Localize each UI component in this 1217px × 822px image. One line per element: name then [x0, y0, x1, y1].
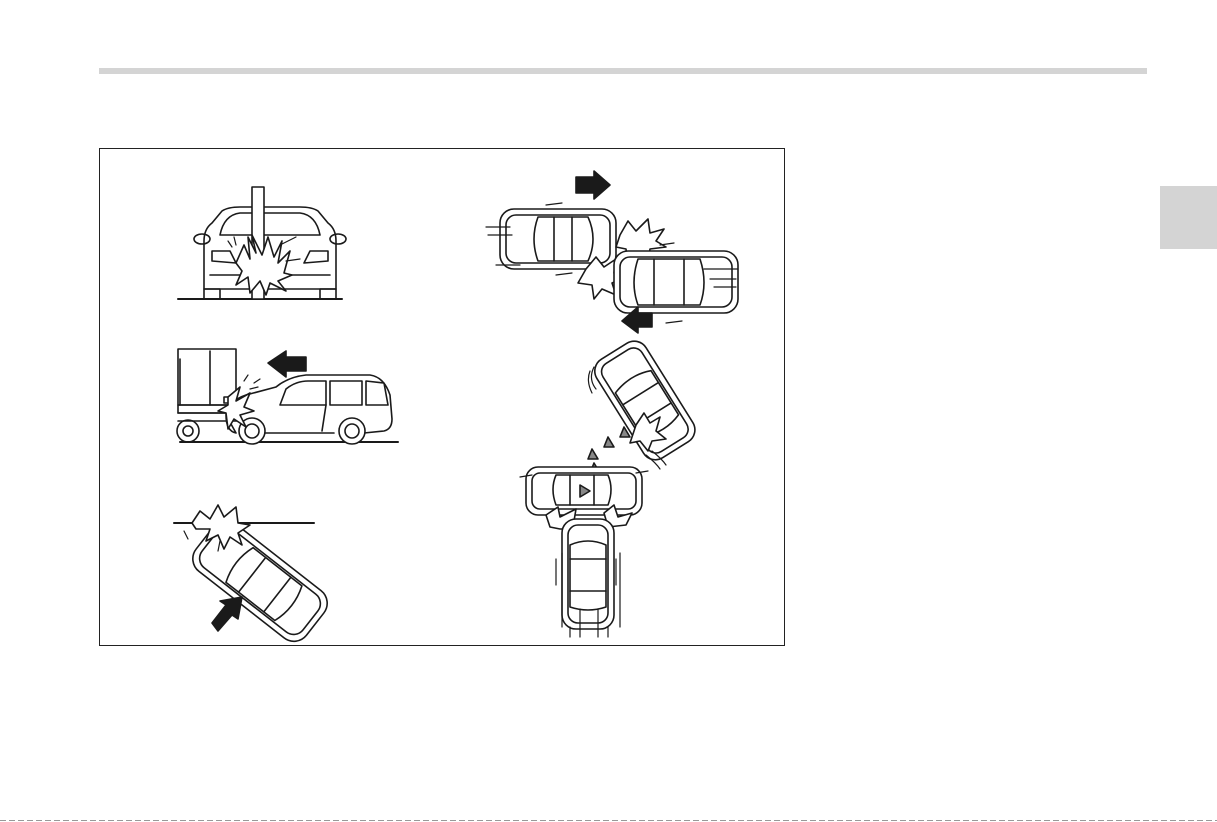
arrow-up-right-icon [212, 597, 242, 631]
scene-underride-truck [177, 349, 398, 444]
page-bottom-rule [0, 820, 1217, 821]
scene-offset-side-collision [486, 171, 738, 333]
scene-multi-vehicle-chain [520, 336, 700, 637]
crash-scenarios-figure [99, 148, 785, 646]
scene-pole-impact [178, 187, 346, 299]
crash-illustration [100, 149, 786, 647]
chapter-tab [1160, 186, 1217, 249]
header-rule [99, 68, 1147, 74]
arrow-right-icon [576, 171, 610, 199]
arrow-left-icon [268, 351, 306, 377]
scene-guardrail-corner [174, 505, 334, 647]
